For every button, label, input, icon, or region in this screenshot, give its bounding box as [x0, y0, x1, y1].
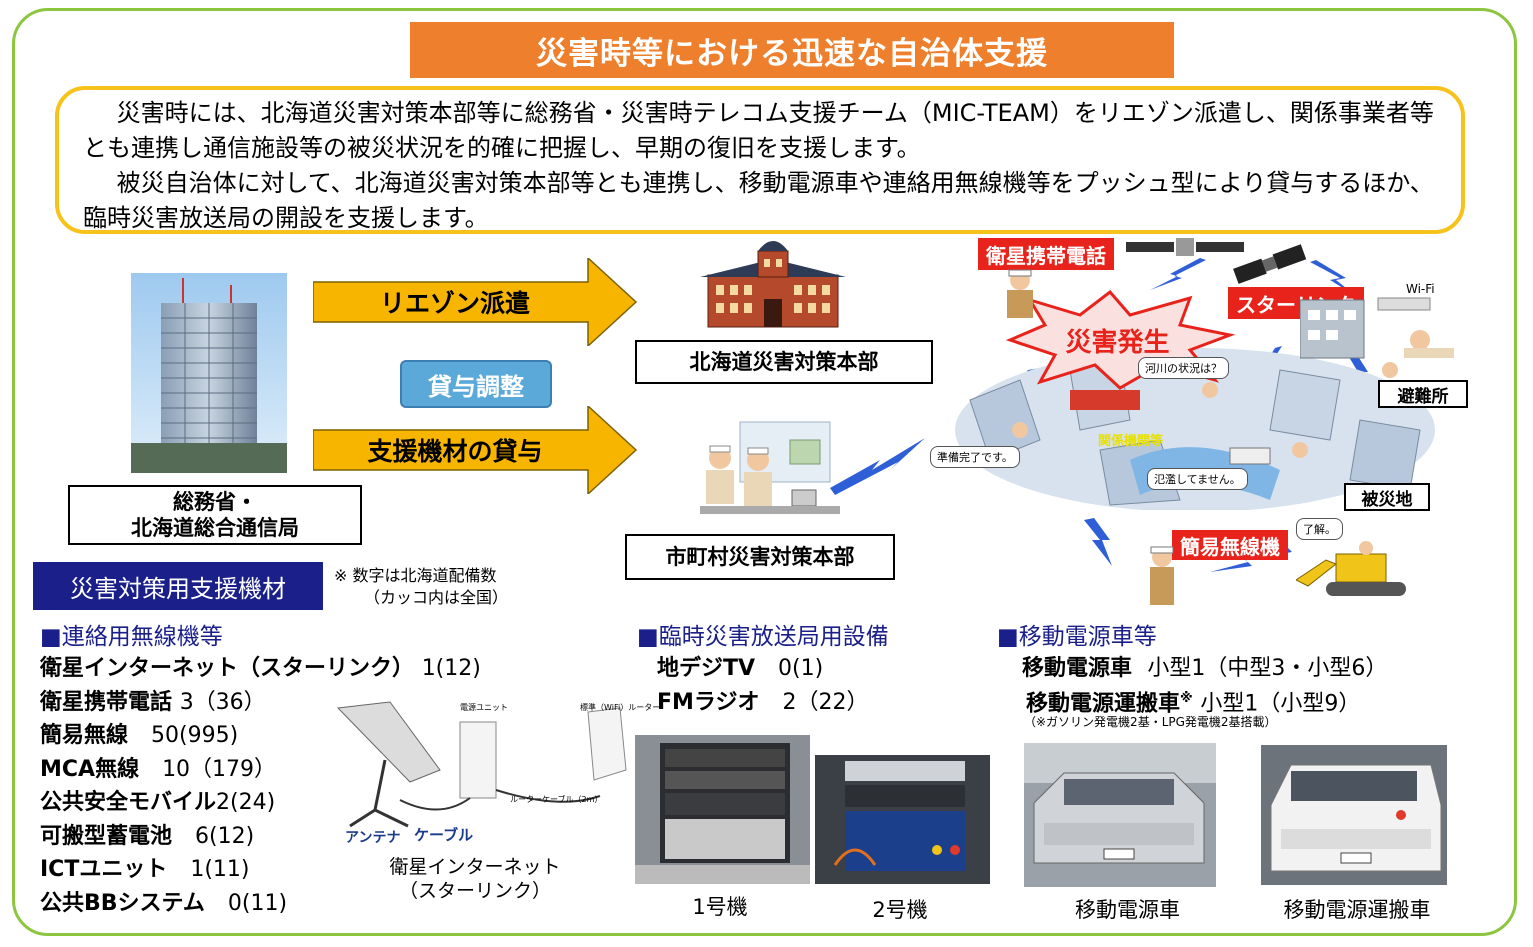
broadcast-unit-1-caption: 1号機 [692, 895, 748, 919]
starlink-antenna-label: アンテナ [345, 830, 401, 846]
evacuation-tag: 避難所 [1378, 380, 1468, 408]
intro-paragraph-2: 被災自治体に対して、北海道災害対策本部等とも連携し、移動電源車や連絡用無線機等を… [83, 169, 1434, 232]
power-vehicle-photo [1024, 743, 1216, 887]
disaster-scene-illustration [950, 330, 1440, 512]
radio-item: 簡易無線 50(995) [40, 723, 239, 748]
arrow-lending-label: 支援機材の貸与 [367, 437, 543, 466]
radio-item: MCA無線 10（179） [40, 756, 277, 782]
power-line-2-value: 小型1（小型9） [1200, 691, 1361, 717]
starlink-caption: 衛星インターネット （スターリンク） [370, 855, 580, 903]
power-transport-vehicle-photo [1261, 745, 1447, 885]
starlink-caption-line1: 衛星インターネット [389, 856, 561, 878]
starlink-kit-diagram [336, 701, 627, 828]
intro-paragraph-1: 災害時には、北海道災害対策本部等に総務省・災害時テレコム支援チーム（MIC-TE… [83, 99, 1434, 162]
outer-frame [12, 8, 1517, 936]
arrow-liaison-label: リエゾン派遣 [379, 289, 530, 318]
broadcast-item: 地デジTV 0(1) [657, 656, 824, 681]
broadcast-unit-2-caption: 2号機 [872, 898, 928, 922]
broadcast-heading: ■臨時災害放送局用設備 [637, 624, 889, 650]
power-line-2-mark: ※ [1180, 691, 1193, 706]
disaster-burst-label: 災害発生 [1065, 328, 1170, 358]
starlink-satellite-icon [1233, 244, 1307, 284]
radio-heading: ■連絡用無線機等 [40, 624, 223, 650]
starlink-cable-label: ケーブル [414, 826, 474, 844]
power-line-2-name: 移動電源運搬車 [1026, 691, 1181, 717]
power-line-2: 移動電源運搬車※ 小型1（小型9） [1026, 682, 1360, 721]
excavator-figure [1296, 541, 1406, 596]
municipal-hq-label: 市町村災害対策本部 [625, 534, 895, 580]
intro-box: 災害時には、北海道災害対策本部等に総務省・災害時テレコム支援チーム（MIC-TE… [55, 86, 1465, 234]
mic-label-line1: 総務省・ [173, 490, 257, 514]
radio-item: 衛星インターネット（スターリンク） 1(12) [40, 656, 481, 681]
power-transport-vehicle-caption: 移動電源運搬車 [1283, 898, 1431, 922]
orgs-label: 関係機関等 [1098, 434, 1164, 449]
satellite-icon [1126, 238, 1244, 256]
sat-phone-user-figure [1007, 269, 1033, 318]
bubble-flood: 氾濫してません。 [1147, 468, 1248, 490]
mic-building-photo [131, 273, 287, 473]
wifi-label: Wi-Fi [1406, 282, 1435, 296]
broadcast-item-list: 地デジTV 0(1) FMラジオ 2（22） [657, 652, 868, 719]
evacuation-building-icon [1300, 297, 1454, 359]
municipal-hq-illustration [700, 420, 840, 520]
radio-item: ICTユニット 1(11) [40, 857, 250, 882]
broadcast-item: FMラジオ 2（22） [657, 689, 869, 715]
starlink-caption-line2: （スターリンク） [398, 880, 551, 902]
broadcast-unit-1-photo [635, 735, 810, 884]
affected-area-tag: 被災地 [1344, 483, 1430, 511]
power-footnote: （※ガソリン発電機2基・LPG発電機2基搭載） [1024, 715, 1277, 729]
radio-item: 可搬型蓄電池 6(12) [40, 823, 255, 849]
hokkaido-hq-illustration [700, 237, 846, 329]
radio-item: 公共BBシステム 0(11) [40, 890, 288, 916]
equipment-section-title: 災害対策用支援機材 [33, 562, 323, 610]
equipment-note-line2: （カッコ内は全国） [364, 588, 509, 607]
equipment-note-line1: ※ 数字は北海道配備数 [334, 566, 497, 585]
power-line-1-name: 移動電源車 [1022, 656, 1133, 681]
radio-item: 公共安全モバイル2(24) [40, 790, 276, 815]
page-title: 災害時等における迅速な自治体支援 [410, 22, 1174, 78]
mic-label: 総務省・ 北海道総合通信局 [68, 485, 362, 545]
power-heading: ■移動電源車等 [997, 624, 1157, 650]
broadcast-unit-2-photo [815, 755, 990, 884]
power-line-1: 移動電源車 小型1（中型3・小型6） [1022, 652, 1387, 686]
bubble-ok: 了解。 [1296, 518, 1343, 540]
satellite-phone-tag: 衛星携帯電話 [978, 238, 1114, 270]
arrow-lending-shape [313, 406, 638, 494]
radio-item-list: 衛星インターネット（スターリンク） 1(12) 衛星携帯電話 3（36） 簡易無… [40, 652, 481, 920]
power-vehicle-caption: 移動電源車 [1075, 898, 1180, 922]
bubble-river: 河川の状況は？ [1138, 357, 1229, 379]
starlink-power-unit-label: 電源ユニット [460, 703, 508, 712]
starlink-router-label: 標準（WiFi）ルーター [580, 703, 661, 712]
bubble-ready: 準備完了です。 [930, 446, 1020, 468]
power-line-1-value: 小型1（中型3・小型6） [1147, 656, 1388, 681]
hokkaido-hq-label: 北海道災害対策本部 [635, 340, 933, 384]
radio-item: 衛星携帯電話 3（36） [40, 689, 266, 715]
arrow-liaison-shape [313, 258, 638, 346]
lending-adjust-badge: 貸与調整 [400, 360, 552, 408]
starlink-router-cable-label: ルーターケーブル（2m） [510, 795, 603, 804]
equipment-note: ※ 数字は北海道配備数 （カッコ内は全国） [334, 565, 508, 609]
simple-radio-user-figure [1150, 546, 1174, 605]
mic-label-line2: 北海道総合通信局 [131, 516, 299, 540]
simple-radio-tag: 簡易無線機 [1172, 530, 1288, 560]
